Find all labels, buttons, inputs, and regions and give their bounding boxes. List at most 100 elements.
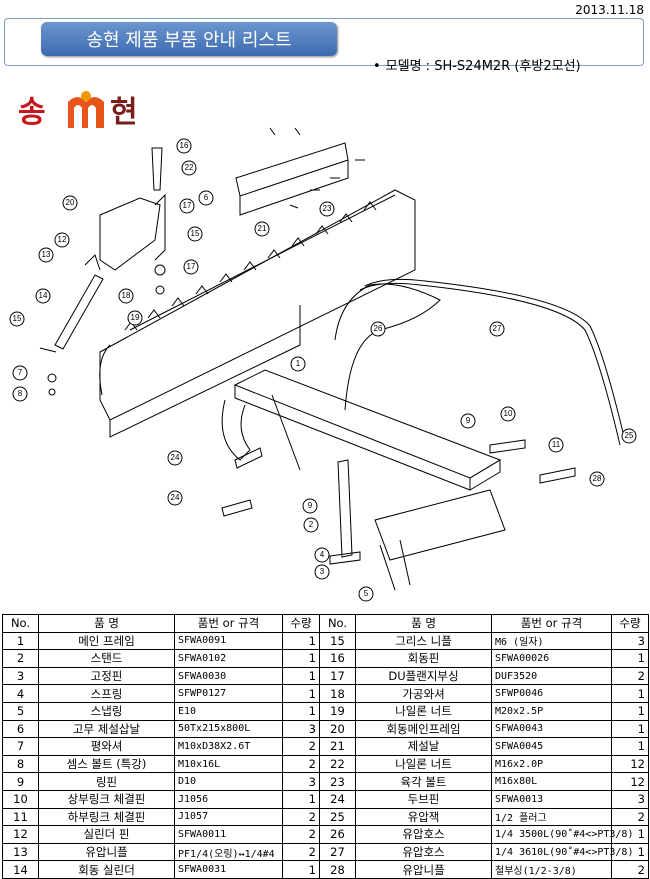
table-cell: 2 [282,807,320,827]
table-cell: 14 [2,860,39,879]
pivot-frame-part [99,197,161,271]
svg-text:18: 18 [122,291,131,300]
svg-text:5: 5 [364,589,369,598]
callout-24a: 24 [167,450,183,466]
table-cell: M16x2.0P [491,754,612,774]
column-header: 수량 [611,614,649,633]
column-header: No. [319,614,356,633]
svg-text:28: 28 [593,474,602,483]
model-label: 모델명 : SH-S24M2R (후방2모선) [385,59,581,74]
table-cell: 링핀 [38,772,175,791]
table-cell: DU플랜지부싱 [355,666,492,686]
table-cell: 2 [611,666,649,686]
table-cell: 유압호스 [355,825,492,844]
table-cell: 철부싱(1/2-3/8) [491,860,612,879]
callout-28: 28 [589,471,605,487]
table-cell: J1056 [174,789,283,809]
table-cell: 27 [319,842,356,862]
svg-text:14: 14 [39,291,48,300]
table-cell: 7 [2,737,39,756]
table-cell: 1 [611,737,649,756]
callout-10: 10 [500,406,516,422]
table-cell: 5 [2,701,39,721]
svg-text:현: 현 [110,95,138,130]
svg-text:1: 1 [296,359,301,368]
table-cell: 육각 볼트 [355,772,492,791]
table-cell: 평와셔 [38,737,175,756]
table-cell: E10 [174,701,283,721]
column-header: 품번 or 규격 [491,614,612,633]
svg-text:4: 4 [320,550,325,559]
table-cell: 12 [611,754,649,774]
table-cell: 3 [611,789,649,809]
table-cell: 1 [282,860,320,879]
parts-table: No. 품 명 품번 or 규격 수량 No. 품 명 품번 or 규격 수량 … [2,614,649,879]
column-header: 품번 or 규격 [174,614,283,633]
callout-21: 21 [254,221,270,237]
table-cell: SFWA0091 [174,631,283,651]
table-cell: 3 [2,666,39,686]
exploded-parts-diagram: 1 2 3 4 5 6 7 8 9 9 10 11 12 13 14 15 15… [9,127,637,602]
table-cell: 13 [2,842,39,862]
svg-text:22: 22 [185,163,194,172]
table-cell: 스프링 [38,684,175,703]
table-cell: 스탠드 [38,649,175,668]
svg-text:7: 7 [18,368,23,377]
svg-text:8: 8 [18,389,23,398]
table-cell: 16 [319,649,356,668]
table-cell: 50Tx215x800L [174,719,283,739]
model-label-row: • 모델명 : SH-S24M2R (후방2모선) [373,55,581,74]
page-title: 송현 제품 부품 안내 리스트 [41,22,337,56]
table-header-row: No. 품 명 품번 or 규격 수량 No. 품 명 품번 or 규격 수량 [2,614,649,633]
table-cell: 17 [319,666,356,686]
svg-text:21: 21 [258,224,267,233]
svg-text:27: 27 [493,324,502,333]
table-cell: M20x2.5P [491,701,612,721]
table-cell: 19 [319,701,356,721]
callout-12: 12 [54,232,70,248]
svg-text:25: 25 [625,431,634,440]
bullet-icon: • [373,59,381,74]
hydraulic-hose-27 [359,282,621,446]
table-cell: 1 [282,701,320,721]
table-cell: 유압호스 [355,842,492,862]
callout-16: 16 [176,138,192,154]
svg-text:9: 9 [466,416,471,425]
table-cell: 고무 제설삽날 [38,719,175,739]
company-logo: 송 현 [18,91,138,130]
table-cell: 21 [319,737,356,756]
table-cell: 1/2 플러그 [491,807,612,827]
table-cell: PF1/4(오링)↔1/4#4 [174,842,283,862]
table-cell: M10x16L [174,754,283,774]
table-cell: 20 [319,719,356,739]
table-cell: SFWP0046 [491,684,612,703]
table-cell: 2 [282,737,320,756]
table-cell: 고정핀 [38,666,175,686]
table-cell: 24 [319,789,356,809]
table-cell: 제설날 [355,737,492,756]
callout-20: 20 [62,195,78,211]
svg-text:20: 20 [66,198,75,207]
svg-text:6: 6 [204,193,209,202]
callout-22: 22 [181,160,197,176]
table-cell: 12 [2,825,39,844]
table-cell: 1 [611,649,649,668]
table-cell: M16x80L [491,772,612,791]
table-cell: 스냅링 [38,701,175,721]
table-cell: SFWA0031 [174,860,283,879]
table-cell: 26 [319,825,356,844]
table-cell: DUF3520 [491,666,612,686]
hydraulic-hose-26 [334,283,441,411]
table-cell: M10xD38X2.6T [174,737,283,756]
column-header: 품 명 [355,614,492,633]
table-cell: 23 [319,772,356,791]
main-frame-part [233,369,502,479]
document-date: 2013.11.18 [575,3,644,17]
table-cell: 25 [319,807,356,827]
rubber-blade-part [235,142,349,197]
